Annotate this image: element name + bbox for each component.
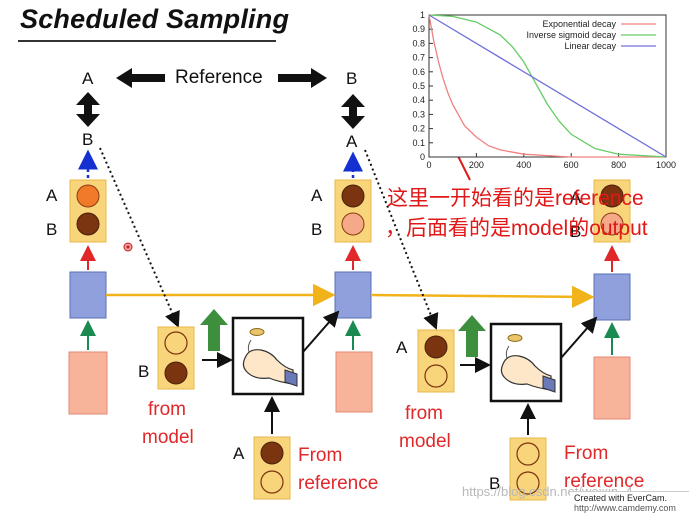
output-3-label-a: A (570, 188, 582, 207)
output-1-label-b: B (46, 220, 58, 239)
rnn-block-2 (334, 271, 372, 319)
input-block-3 (593, 356, 631, 420)
rnn-block-3 (593, 273, 631, 321)
reference-sample-1-circle-b (260, 470, 284, 494)
y-tick-label: 0.5 (412, 81, 425, 91)
output-3-circle-a (600, 184, 624, 208)
model-sample-1-circle-b (164, 361, 188, 385)
hidden-arrow-2 (370, 285, 595, 309)
annotation-line1: 这里一开始看的是reference (387, 187, 644, 210)
reference-sample-1-label-a: A (233, 444, 245, 463)
annotation-line2: ，后面看的是model的output (385, 217, 648, 240)
coin-to-rnn-arrow-2 (560, 316, 598, 359)
coin-flip-hand-icon-2 (500, 334, 556, 393)
reference-sample-2-circle-b (516, 471, 540, 495)
y-tick-label: 0.8 (412, 38, 425, 48)
model-sample-1-label-b: B (138, 362, 150, 381)
sample-dotted-arrow-1 (99, 147, 180, 328)
reference-sample-2-circle-a (516, 442, 540, 466)
slide-title: Scheduled Sampling (20, 4, 290, 34)
model-sample-2-circle-a (424, 335, 448, 359)
top-label-b-mid: B (346, 69, 358, 88)
output-2-label-a: A (311, 186, 323, 205)
green-up-arrow-1 (200, 309, 228, 351)
y-tick-label: 0.3 (412, 109, 425, 119)
top-label-a-left: A (82, 69, 94, 88)
title-underline (18, 40, 276, 42)
y-tick-label: 0.6 (412, 67, 425, 77)
y-tick-label: 0 (420, 152, 425, 162)
x-tick-label: 800 (611, 160, 626, 170)
y-tick-label: 0.4 (412, 95, 425, 105)
x-tick-label: 600 (564, 160, 579, 170)
y-tick-label: 0.1 (412, 138, 425, 148)
top-label-a-mid: A (346, 132, 358, 151)
y-tick-label: 0.2 (412, 124, 425, 134)
series-line-2 (428, 14, 667, 158)
caption-from-model-1-line2: model (142, 427, 194, 448)
legend-label-3: Linear decay (564, 41, 616, 51)
decay-chart: 0 0.1 0.2 0.3 0.4 0.5 0.6 0.7 0.8 0.9 1 0 200 400 600 8… (412, 10, 676, 170)
x-tick-label: 1000 (656, 160, 676, 170)
output-2-circle-a (341, 184, 365, 208)
evercam-line2: http://www.camdemy.com (574, 503, 676, 513)
evercam-line1: Created with EverCam. (574, 493, 668, 503)
input-block-2 (335, 351, 373, 413)
input-block-1 (68, 351, 108, 415)
legend-label-1: Exponential decay (542, 19, 616, 29)
top-label-b-left: B (82, 130, 94, 149)
caption-from-model-2-line2: model (399, 431, 451, 452)
x-tick-label: 0 (426, 160, 431, 170)
x-tick-label: 200 (469, 160, 484, 170)
x-tick-label: 400 (516, 160, 531, 170)
model-sample-1-circle-a (164, 331, 188, 355)
series-line-3 (428, 14, 667, 158)
series-line-1 (428, 14, 666, 158)
legend-label-2: Inverse sigmoid decay (526, 30, 616, 40)
output-1-label-a: A (46, 186, 58, 205)
compare-arrow-mid (341, 94, 365, 129)
y-tick-label: 0.9 (412, 24, 425, 34)
output-1-circle-a (76, 184, 100, 208)
y-tick-label: 1 (420, 10, 425, 20)
output-2-circle-b (341, 212, 365, 236)
y-tick-label: 0.7 (412, 53, 425, 63)
reference-sample-2-label-b: B (489, 474, 501, 493)
rnn-block-1 (69, 271, 107, 319)
caption-from-reference-2-line2: reference (564, 471, 645, 492)
cursor-dot-center (126, 245, 130, 249)
reference-sample-1-circle-a (260, 441, 284, 465)
caption-from-model-2-line1: from (405, 403, 443, 424)
caption-from-reference-1-line1: From (298, 445, 343, 466)
reference-right-arrow (278, 68, 327, 88)
caption-from-reference-2-line1: From (564, 443, 609, 464)
evercam-badge: Created with EverCam. http://www.camdemy… (570, 491, 689, 513)
coin-to-rnn-arrow-1 (302, 310, 340, 353)
reference-left-arrow (116, 68, 165, 88)
sample-dotted-arrow-2 (364, 149, 439, 330)
output-1-circle-b (76, 212, 100, 236)
compare-arrow-left (76, 92, 100, 127)
model-sample-2-label-a: A (396, 338, 408, 357)
caption-from-model-1-line1: from (148, 399, 186, 420)
caption-from-reference-1-line2: reference (298, 473, 379, 494)
output-2-label-b: B (311, 220, 323, 239)
reference-label: Reference (175, 67, 263, 88)
output-3-label-b: B (570, 222, 582, 241)
coin-flip-hand-icon-1 (242, 328, 298, 387)
output-3-circle-b (600, 212, 624, 236)
green-up-arrow-2 (458, 315, 486, 357)
model-sample-2-circle-b (424, 364, 448, 388)
